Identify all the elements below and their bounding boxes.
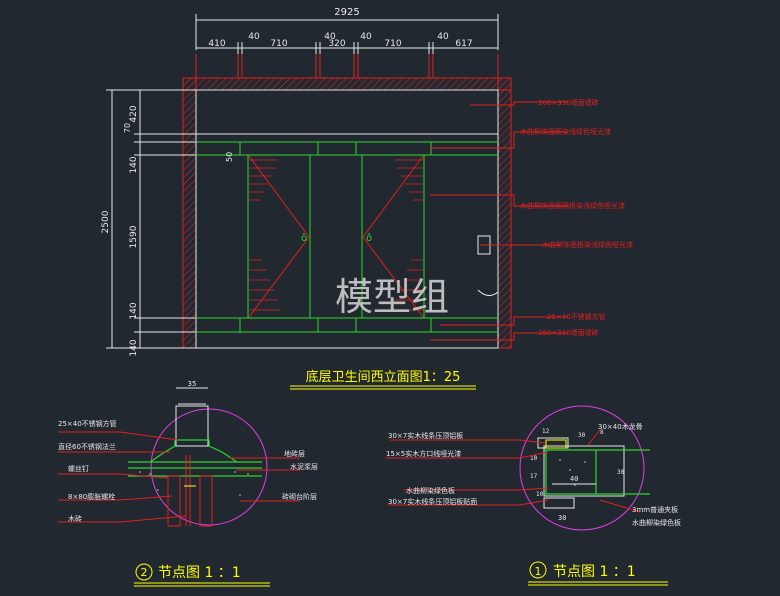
node2-label-4: 8×80膨胀螺栓 — [68, 492, 115, 501]
node1-label-1: 30×7实木线条压顶铝板 — [388, 431, 463, 440]
node1-label-right-2: 水曲柳染绿色板 — [632, 518, 681, 527]
door-handle-right-icon: ô — [366, 232, 372, 244]
node2-label-3: 螺丝钉 — [68, 464, 89, 473]
node-detail-1: 12 30 40 10 17 30 30 8 10 30×7实木线条压顶铝板 1… — [386, 405, 681, 586]
node1-title-num: 1 — [535, 565, 542, 578]
left-dim-1: 420 — [129, 105, 139, 122]
left-dim-2: 70 — [123, 123, 132, 133]
elevation-title: 底层卫生间西立面图1：25 — [306, 369, 461, 385]
node2-title: 节点图 1 ：1 — [158, 565, 241, 581]
node-detail-2: 35 25×40不锈钢方管 直径60不锈钢法兰 螺丝钉 8×80膨胀螺栓 木砖 … — [58, 380, 318, 587]
node2-label-right-2: 水泥浆层 — [290, 462, 318, 471]
top-dim-3: 710 — [270, 39, 287, 49]
top-dim-7: 710 — [384, 39, 401, 49]
top-dim-4: 40 — [324, 32, 336, 42]
node1-title: 节点图 1 ：1 — [553, 564, 636, 580]
node1-dim-5: 17 — [530, 473, 538, 480]
node1-label-right-1: 3mm普通夹板 — [632, 505, 678, 514]
watermark: 模型组 — [335, 275, 449, 319]
note-2: 木曲柳饰面板染浅绿色哑光漆 — [520, 127, 611, 136]
node2-dim-35: 35 — [188, 380, 197, 388]
left-dim-5: 140 — [129, 302, 139, 319]
elevation-frame: ô ô 50 — [182, 77, 512, 349]
note-1: 260×330墙面墙砖 — [538, 98, 599, 107]
node1-dim-8: 8 — [600, 429, 604, 436]
node2-label-1: 25×40不锈钢方管 — [58, 419, 117, 428]
node1-label-top: 30×40木龙骨 — [598, 422, 643, 431]
node1-label-4: 30×7实木线条压顶铝板贴面 — [388, 497, 477, 506]
node2-label-5: 木砖 — [68, 514, 82, 523]
node1-dim-6: 30 — [558, 514, 566, 522]
node2-label-right-3: 砖砌台阶层 — [282, 492, 317, 501]
left-dim-4: 1590 — [129, 225, 139, 248]
node1-dim-4: 10 — [530, 455, 538, 462]
top-dim-8: 40 — [437, 32, 449, 42]
node1-label-2: 15×5实木方口线哑光漆 — [386, 449, 461, 458]
left-dim-3: 140 — [129, 156, 139, 173]
top-dimension-chain: 2925 410 40 710 40 320 40 710 40 617 — [195, 7, 499, 78]
node1-dim-9: 10 — [536, 491, 544, 498]
top-dim-2: 40 — [248, 32, 260, 42]
left-total-dim: 2500 — [101, 210, 111, 233]
elevation-notes: 260×330墙面墙砖 木曲柳饰面板染浅绿色哑光漆 木曲柳饰面板隔板染浅绿色哑光… — [430, 98, 633, 341]
node1-label-3: 水曲柳染绿色板 — [406, 486, 455, 495]
note-6: 260×330墙面墙砖 — [538, 328, 599, 337]
left-dim-6: 140 — [129, 339, 139, 356]
top-dim-1: 410 — [208, 39, 225, 49]
node1-dim-1: 12 — [542, 428, 550, 435]
note-3: 木曲柳饰面板隔板染浅绿色哑光漆 — [520, 201, 625, 210]
node1-dim-7: 30 — [617, 469, 625, 476]
note-4: 木曲柳饰面板染浅绿色哑光漆 — [542, 240, 633, 249]
elevation-title-group: 底层卫生间西立面图1：25 — [290, 369, 476, 390]
node1-dim-2: 30 — [578, 432, 586, 439]
node2-title-num: 2 — [141, 566, 148, 579]
small-dim-50: 50 — [225, 152, 234, 162]
node2-label-right-1: 地砖层 — [284, 449, 305, 458]
top-dim-5: 320 — [328, 39, 345, 49]
top-total-dim: 2925 — [334, 7, 359, 18]
left-dimension-chain: 2500 420 70 140 1590 140 140 — [101, 89, 196, 357]
note-5: 25×40不锈钢方管 — [547, 312, 606, 321]
node2-label-2: 直径60不锈钢法兰 — [58, 442, 116, 451]
door-handle-left-icon: ô — [301, 232, 307, 244]
top-dim-9: 617 — [455, 39, 472, 49]
top-dim-6: 40 — [360, 32, 372, 42]
node1-dim-3: 40 — [570, 475, 578, 483]
